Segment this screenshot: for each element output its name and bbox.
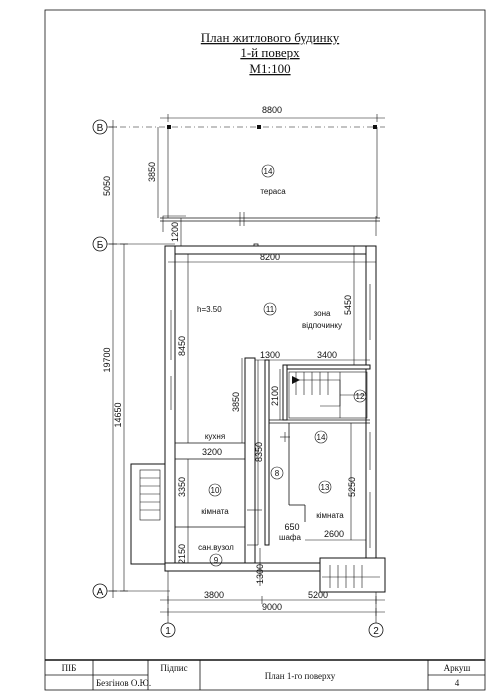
room-11-name-line2: відпочинку xyxy=(302,321,342,330)
axis-row-b: Б xyxy=(92,236,175,252)
svg-text:650: 650 xyxy=(284,522,299,532)
svg-text:2150: 2150 xyxy=(177,544,187,564)
kitchen-label: кухня xyxy=(205,432,225,441)
room-tag-11 xyxy=(263,302,277,316)
dim-left-chain-inner: 14650 xyxy=(113,243,128,592)
svg-text:5250: 5250 xyxy=(347,477,357,497)
svg-text:3850: 3850 xyxy=(147,162,157,182)
room-12-number: 12 xyxy=(356,392,365,401)
room-9-number: 9 xyxy=(214,556,219,565)
room-14-number: 14 xyxy=(264,167,273,176)
dim-bath-small: 1300 xyxy=(255,548,265,586)
dim-bottom-total: 9000 xyxy=(160,602,385,616)
svg-text:8800: 8800 xyxy=(262,105,282,115)
svg-text:8200: 8200 xyxy=(260,252,280,262)
stamp-sheet-title: План 1-го поверху xyxy=(265,671,336,681)
room-8-number: 8 xyxy=(275,469,280,478)
svg-text:14650: 14650 xyxy=(113,402,123,427)
title-line-2: 1-й поверх xyxy=(240,45,300,60)
dim-kitchen-width: 3200 xyxy=(202,447,222,457)
room-11-name: зона xyxy=(314,309,331,318)
svg-text:3800: 3800 xyxy=(204,590,224,600)
title-line-3: М1:100 xyxy=(249,61,290,76)
dim-top: 8800 xyxy=(160,105,385,122)
svg-text:8450: 8450 xyxy=(177,336,187,356)
svg-text:3400: 3400 xyxy=(317,350,337,360)
dim-corridor: 8350 xyxy=(254,360,264,545)
svg-text:2: 2 xyxy=(373,626,379,637)
dim-stair-width: 3400 1300 xyxy=(255,350,370,361)
exterior-stair-right xyxy=(319,557,386,593)
room-tag-8 xyxy=(270,466,284,480)
svg-text:5450: 5450 xyxy=(343,295,353,315)
svg-text:1: 1 xyxy=(165,626,171,637)
room-9-name: сан.вузол xyxy=(198,543,234,552)
room-14-name: тераса xyxy=(260,187,286,196)
svg-text:5050: 5050 xyxy=(102,176,112,196)
drawing-frame xyxy=(44,9,486,691)
svg-text:5200: 5200 xyxy=(308,590,328,600)
svg-text:8350: 8350 xyxy=(254,442,264,462)
stamp-pib-value: Безгінов О.Ю. xyxy=(96,678,151,688)
dim-room10: 3350 xyxy=(177,459,189,527)
room-13-name: кімната xyxy=(316,511,344,520)
svg-text:1200: 1200 xyxy=(170,222,180,242)
staircase-12 xyxy=(288,371,368,419)
dim-room13-width: 2600 xyxy=(305,529,366,541)
dim-stair-depth: 2100 xyxy=(270,369,281,420)
room-10-name: кімната xyxy=(201,507,229,516)
dim-zone-right: 5450 xyxy=(343,246,355,365)
interior-walls xyxy=(175,357,371,564)
exterior-walls xyxy=(164,245,377,572)
dim-room13: 5250 xyxy=(347,423,357,540)
svg-text:Б: Б xyxy=(97,240,104,251)
dim-wardrobe: 650 xyxy=(284,522,299,532)
title-block xyxy=(45,659,485,690)
dim-kitchen-left: 3850 xyxy=(231,358,243,443)
room-tag-10 xyxy=(208,483,222,497)
room-tag-14-hall xyxy=(314,430,328,444)
svg-text:2100: 2100 xyxy=(270,386,280,406)
room-14-hall-number: 14 xyxy=(317,433,326,442)
svg-text:А: А xyxy=(97,587,104,598)
room-tag-14-terrace xyxy=(261,164,275,178)
svg-text:1300: 1300 xyxy=(260,350,280,360)
dim-living-left: 8450 xyxy=(177,254,189,443)
dim-terrace: 3850 1200 xyxy=(147,127,182,246)
svg-text:3350: 3350 xyxy=(177,477,187,497)
terrace xyxy=(160,125,380,249)
stamp-sheet-number: 4 xyxy=(455,678,460,688)
room-10-number: 10 xyxy=(211,486,220,495)
stamp-sheet-label: Аркуш xyxy=(444,663,471,673)
room-tag-9 xyxy=(209,553,223,567)
dim-bottom-split: 3800 5200 xyxy=(160,590,385,604)
stamp-sign-label: Підпис xyxy=(160,663,187,673)
dim-left-chain-outer: 5050 19700 xyxy=(102,120,117,598)
svg-text:19700: 19700 xyxy=(102,347,112,372)
dim-bath: 2150 xyxy=(177,527,189,564)
svg-text:1300: 1300 xyxy=(255,564,265,584)
room-13-number: 13 xyxy=(321,483,330,492)
title-line-1: План житлового будинку xyxy=(201,30,340,45)
exterior-stair-left xyxy=(130,463,166,565)
svg-text:9000: 9000 xyxy=(262,602,282,612)
height-mark: h=3.50 xyxy=(197,305,222,314)
wardrobe-label: шафа xyxy=(279,533,301,542)
svg-text:2600: 2600 xyxy=(324,529,344,539)
room-tag-13 xyxy=(318,480,332,494)
axis-row-a: А xyxy=(92,583,170,599)
stamp-pib-label: ПІБ xyxy=(62,663,77,673)
dim-inner-top: 8200 xyxy=(168,252,376,266)
svg-text:В: В xyxy=(97,123,104,134)
room-11-number: 11 xyxy=(266,305,275,314)
svg-text:3200: 3200 xyxy=(202,447,222,457)
room-tag-12 xyxy=(353,389,367,403)
svg-text:3850: 3850 xyxy=(231,392,241,412)
axis-row-v: В xyxy=(92,119,385,135)
